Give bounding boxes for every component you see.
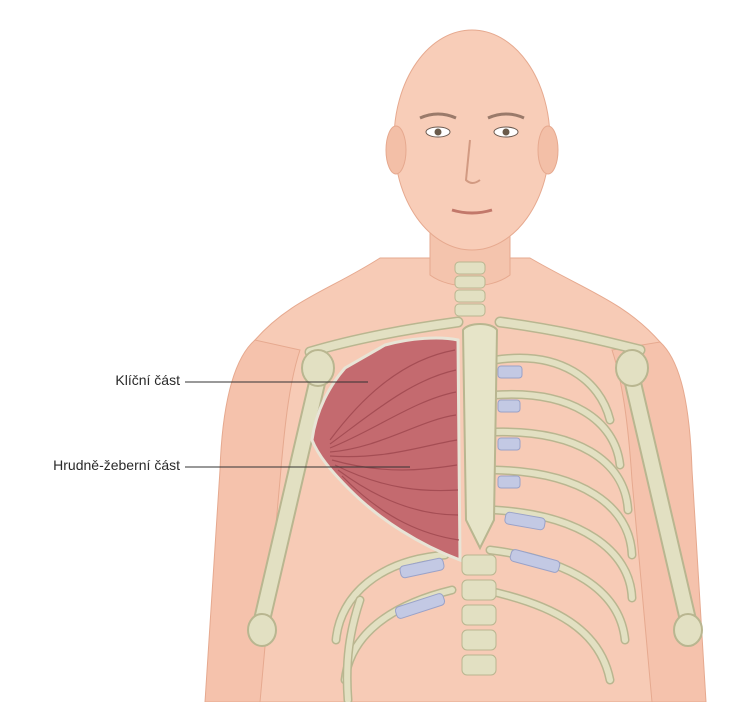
- label-sternocostal-part: Hrudně-žeberní část: [53, 457, 180, 473]
- ear-left: [386, 126, 406, 174]
- humeral-head-right: [616, 350, 648, 386]
- elbow-left: [248, 614, 276, 646]
- humeral-head-left: [302, 350, 334, 386]
- ear-right: [538, 126, 558, 174]
- spine-lower: [462, 555, 496, 675]
- head: [394, 30, 550, 250]
- sternum: [463, 324, 497, 548]
- label-clavicular-part: Klíční část: [115, 372, 180, 388]
- elbow-right: [674, 614, 702, 646]
